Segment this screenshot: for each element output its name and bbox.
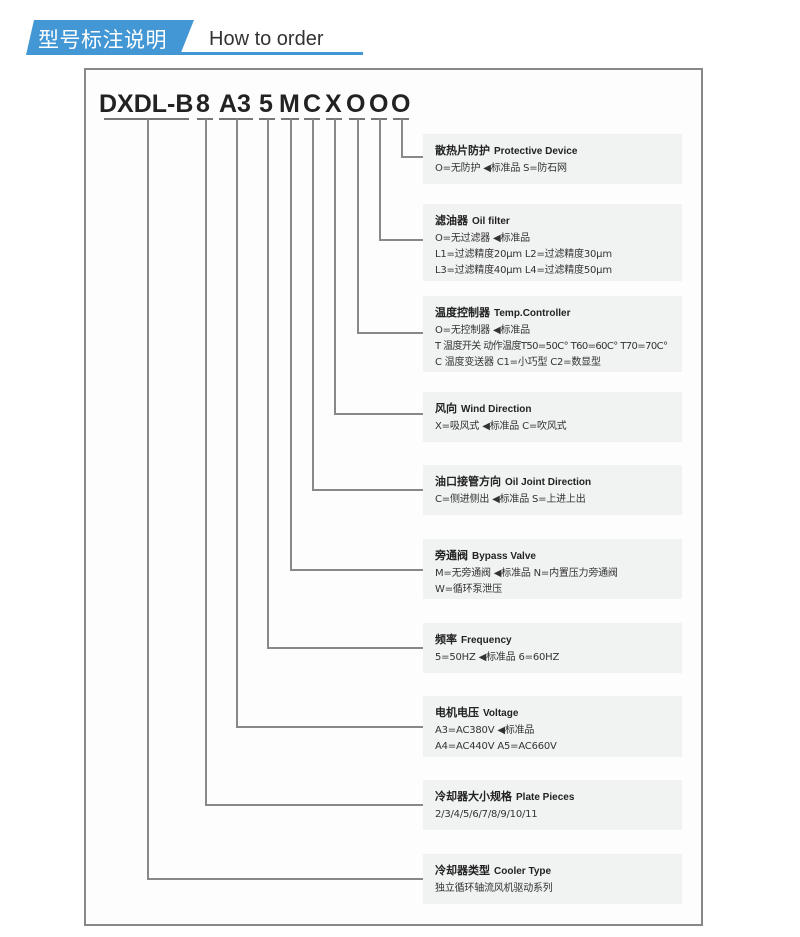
code-voltage: A3 bbox=[219, 90, 251, 118]
code-oil-filter: O bbox=[369, 90, 389, 118]
option-line: W=循环泵泄压 bbox=[435, 584, 502, 595]
option-frequency: 频率 Frequency 5=50HZ ◀标准品 6=60HZ bbox=[423, 623, 682, 673]
connector-wind-h bbox=[334, 413, 423, 415]
option-oil-joint-direction: 油口接管方向 Oil Joint Direction C=侧进侧出 ◀标准品 S=… bbox=[423, 465, 682, 515]
option-line: L1=过滤精度20μm L2=过滤精度30μm bbox=[435, 249, 612, 260]
code-plate-pieces: 8 bbox=[196, 90, 210, 118]
option-line: M=无旁通阀 ◀标准品 N=内置压力旁通阀 bbox=[435, 568, 618, 579]
option-wind-direction: 风向 Wind Direction X=吸风式 ◀标准品 C=吹风式 bbox=[423, 392, 682, 442]
option-title-en: Temp.Controller bbox=[494, 308, 571, 319]
connector-voltage-h bbox=[236, 726, 423, 728]
option-line: A3=AC380V ◀标准品 bbox=[435, 725, 535, 736]
option-title-cn: 电机电压 bbox=[435, 706, 479, 719]
option-title-cn: 温度控制器 bbox=[435, 306, 490, 319]
connector-freq-v bbox=[267, 119, 269, 649]
connector-temp-h bbox=[357, 332, 423, 334]
option-title-cn: 旁通阀 bbox=[435, 549, 468, 562]
connector-cooler-h bbox=[147, 878, 423, 880]
header-title-cn: 型号标注说明 bbox=[38, 28, 167, 52]
connector-temp-v bbox=[357, 119, 359, 334]
option-protective-device: 散热片防护 Protective Device O=无防护 ◀标准品 S=防石网 bbox=[423, 134, 682, 184]
option-line: 5=50HZ ◀标准品 6=60HZ bbox=[435, 652, 560, 663]
code-bypass: M bbox=[279, 90, 300, 118]
connector-oil-joint-h bbox=[312, 489, 423, 491]
connector-protective-v bbox=[401, 119, 403, 158]
option-line: 2/3/4/5/6/7/8/9/10/11 bbox=[435, 809, 538, 820]
option-title-cn: 风向 bbox=[435, 402, 457, 415]
connector-bypass-h bbox=[290, 569, 423, 571]
option-title-en: Oil filter bbox=[472, 216, 510, 227]
code-oil-joint: C bbox=[303, 90, 322, 118]
connector-oil-filter-v bbox=[379, 119, 381, 241]
option-title-cn: 散热片防护 bbox=[435, 144, 490, 157]
code-wind: X bbox=[325, 90, 342, 118]
connector-oil-filter-h bbox=[379, 239, 423, 241]
option-line: L3=过滤精度40μm L4=过滤精度50μm bbox=[435, 265, 612, 276]
option-title-en: Plate Pieces bbox=[516, 792, 575, 803]
option-cooler-type: 冷却器类型 Cooler Type 独立循环轴流风机驱动系列 bbox=[423, 854, 682, 904]
option-line: A4=AC440V A5=AC660V bbox=[435, 741, 557, 752]
option-line: T 温度开关 动作温度T50=50C° T60=60C° T70=70C° bbox=[435, 341, 668, 352]
connector-plate-h bbox=[205, 804, 423, 806]
connector-protective-h bbox=[401, 156, 423, 158]
option-title-en: Cooler Type bbox=[494, 866, 552, 877]
option-line: 独立循环轴流风机驱动系列 bbox=[435, 883, 553, 894]
option-title-en: Wind Direction bbox=[461, 404, 532, 415]
option-bypass-valve: 旁通阀 Bypass Valve M=无旁通阀 ◀标准品 N=内置压力旁通阀 W=… bbox=[423, 539, 682, 599]
option-title-en: Protective Device bbox=[494, 146, 578, 157]
code-frequency: 5 bbox=[259, 90, 273, 118]
header-underline bbox=[180, 52, 363, 55]
option-title-en: Voltage bbox=[483, 708, 519, 719]
option-line: X=吸风式 ◀标准品 C=吹风式 bbox=[435, 421, 567, 432]
option-line: O=无过滤器 ◀标准品 bbox=[435, 233, 530, 244]
option-line: O=无防护 ◀标准品 S=防石网 bbox=[435, 163, 567, 174]
connector-cooler-v bbox=[147, 119, 149, 880]
connector-plate-v bbox=[205, 119, 207, 806]
option-line: C 温度变送器 C1=小巧型 C2=数显型 bbox=[435, 357, 601, 368]
option-line: C=侧进侧出 ◀标准品 S=上进上出 bbox=[435, 494, 586, 505]
option-voltage: 电机电压 Voltage A3=AC380V ◀标准品 A4=AC440V A5=… bbox=[423, 696, 682, 757]
connector-bypass-v bbox=[290, 119, 292, 571]
option-title-en: Bypass Valve bbox=[472, 551, 536, 562]
option-plate-pieces: 冷却器大小规格 Plate Pieces 2/3/4/5/6/7/8/9/10/1… bbox=[423, 780, 682, 830]
code-temp: O bbox=[346, 90, 366, 118]
option-line: O=无控制器 ◀标准品 bbox=[435, 325, 530, 336]
code-series: DXDL-B bbox=[99, 90, 194, 118]
option-title-cn: 冷却器大小规格 bbox=[435, 790, 512, 803]
header-tab-background bbox=[26, 20, 194, 55]
option-title-en: Frequency bbox=[461, 635, 512, 646]
header-title-en: How to order bbox=[209, 28, 324, 50]
option-title-cn: 冷却器类型 bbox=[435, 864, 490, 877]
connector-freq-h bbox=[267, 647, 423, 649]
option-title-cn: 频率 bbox=[435, 633, 457, 646]
option-title-cn: 油口接管方向 bbox=[435, 475, 501, 488]
option-temp-controller: 温度控制器 Temp.Controller O=无控制器 ◀标准品 T 温度开关 … bbox=[423, 296, 682, 372]
connector-voltage-v bbox=[236, 119, 238, 728]
option-oil-filter: 滤油器 Oil filter O=无过滤器 ◀标准品 L1=过滤精度20μm L2… bbox=[423, 204, 682, 281]
option-title-cn: 滤油器 bbox=[435, 214, 468, 227]
connector-wind-v bbox=[334, 119, 336, 415]
option-title-en: Oil Joint Direction bbox=[505, 477, 592, 488]
code-protective: O bbox=[391, 90, 411, 118]
connector-oil-joint-v bbox=[312, 119, 314, 491]
underline-series bbox=[104, 118, 189, 120]
